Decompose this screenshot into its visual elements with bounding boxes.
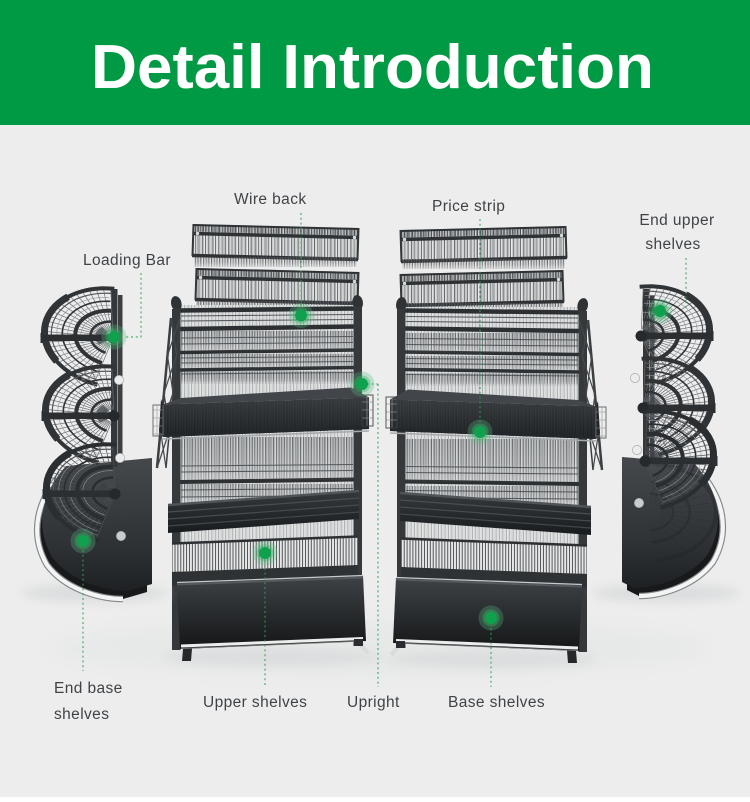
svg-text:Upright: Upright [347, 694, 400, 711]
svg-text:shelves: shelves [54, 706, 109, 723]
svg-text:End base: End base [54, 680, 123, 697]
svg-text:Wire back: Wire back [234, 191, 307, 208]
svg-text:Detail Introduction: Detail Introduction [91, 33, 654, 102]
svg-text:Upper shelves: Upper shelves [203, 694, 307, 711]
svg-text:shelves: shelves [645, 236, 700, 253]
svg-text:Loading Bar: Loading Bar [83, 252, 171, 269]
svg-text:Base shelves: Base shelves [448, 694, 545, 711]
svg-text:End upper: End upper [639, 212, 714, 229]
svg-text:Price strip: Price strip [432, 198, 505, 215]
